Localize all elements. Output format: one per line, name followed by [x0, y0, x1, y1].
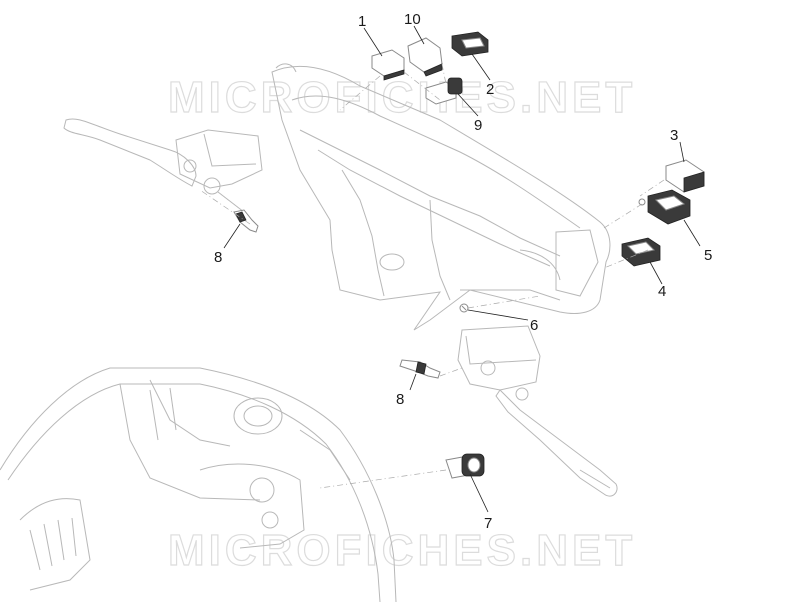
callout-1: 1	[358, 13, 366, 30]
part-6-screw	[459, 303, 469, 313]
leader-lines	[223, 25, 701, 513]
part-8-stoplight-switch-right	[399, 359, 441, 379]
callout-7: 7	[484, 515, 492, 532]
part-4-switch	[621, 237, 661, 267]
part-10-switch	[407, 37, 443, 77]
callout-10: 10	[404, 11, 421, 28]
watermark-bottom: MICROFICHES.NET	[168, 526, 636, 575]
handlebar-cover	[271, 63, 611, 331]
callout-8-right: 8	[396, 391, 404, 408]
scooter-body-lower	[0, 367, 397, 602]
watermark-top: MICROFICHES.NET	[168, 73, 636, 122]
left-brake-lever	[63, 118, 263, 213]
part-5-switch	[638, 189, 691, 225]
callout-2: 2	[486, 81, 494, 98]
callout-9: 9	[474, 117, 482, 134]
right-brake-lever	[457, 325, 618, 497]
callout-5: 5	[704, 247, 712, 264]
assembly-lines	[199, 63, 665, 489]
callout-4: 4	[658, 283, 666, 300]
callout-8-left: 8	[214, 249, 222, 266]
callout-6: 6	[530, 317, 538, 334]
part-7-socket	[445, 453, 485, 479]
part-3-switch	[665, 159, 705, 193]
part-2-switch	[451, 31, 489, 57]
part-1-switch	[371, 49, 405, 81]
part-9-connector	[425, 77, 463, 105]
callout-3: 3	[670, 127, 678, 144]
